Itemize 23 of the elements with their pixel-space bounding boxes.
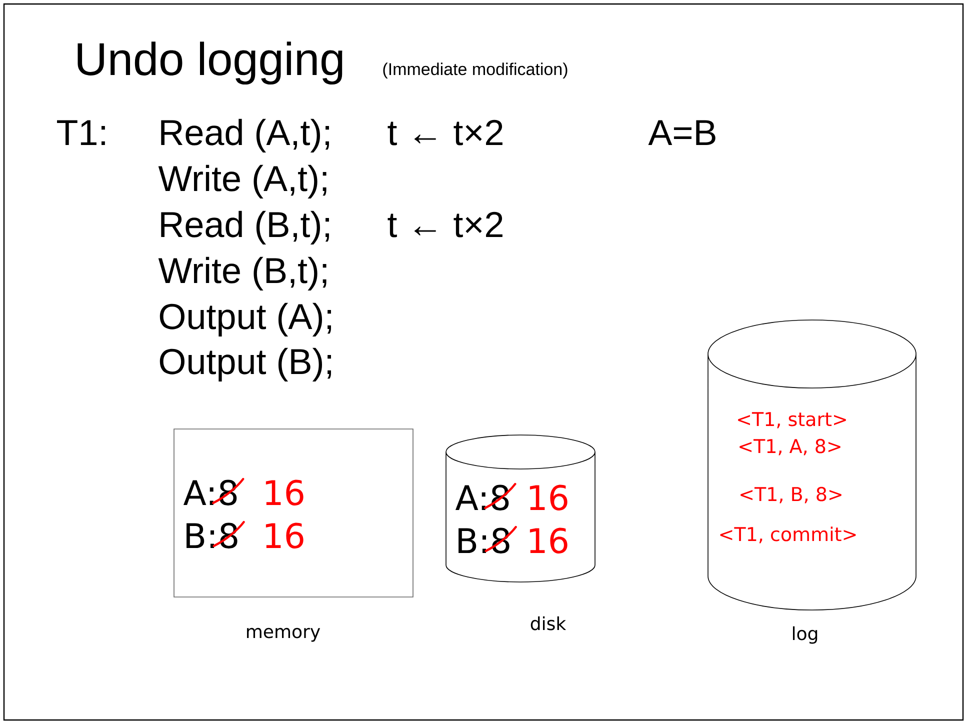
code-line: t ← t×2 <box>388 212 502 238</box>
storage-label: memory <box>247 628 320 642</box>
log-record: <T1, commit> <box>720 526 856 544</box>
code-line: Output (B); <box>160 348 331 382</box>
code-line: Write (A,t); <box>158 164 326 198</box>
subtitle: (Immediate modification) <box>383 62 568 78</box>
new-value: 16 <box>530 484 568 510</box>
note-text: A=B <box>648 120 716 145</box>
new-value: 16 <box>266 480 304 506</box>
log-record: <T1, B, 8> <box>740 486 842 504</box>
code-line: t ← t×2 <box>388 120 502 146</box>
new-value: 16 <box>530 528 568 554</box>
code-line: Output (A); <box>160 302 331 336</box>
title: Undo logging <box>78 42 342 85</box>
code-line: Write (B,t); <box>158 256 326 290</box>
log-record: <T1, start> <box>738 412 846 428</box>
storage-label: log <box>792 626 818 644</box>
storage-label: disk <box>530 616 566 630</box>
log-record: <T1, A, 8> <box>740 438 840 456</box>
new-value: 16 <box>266 522 304 548</box>
transaction-label: T1: <box>57 120 105 145</box>
code-line: Read (B,t); <box>161 210 329 244</box>
code-line: Read (A,t); <box>161 118 329 152</box>
